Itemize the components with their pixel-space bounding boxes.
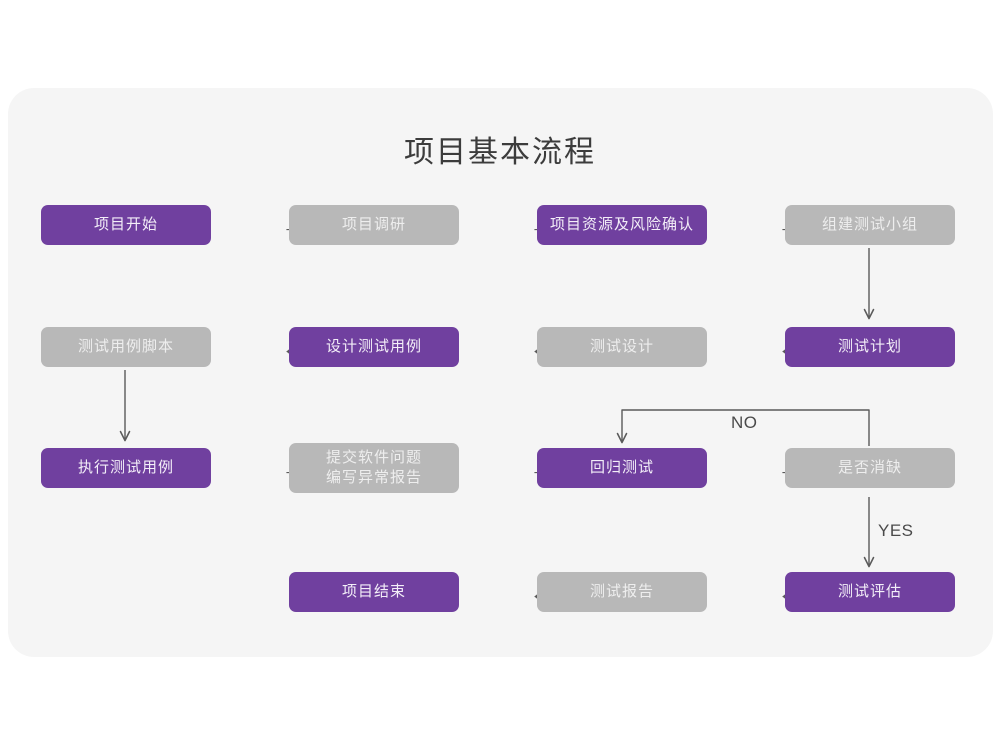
page-title: 项目基本流程 xyxy=(404,136,596,169)
node-label: 是否消缺 xyxy=(837,459,902,476)
node-submit-issue-report[interactable]: 提交软件问题 编写异常报告 xyxy=(289,443,459,493)
node-build-test-team[interactable]: 组建测试小组 xyxy=(785,205,955,245)
node-design-test-case[interactable]: 设计测试用例 xyxy=(289,327,459,367)
node-label: 测试评估 xyxy=(837,583,902,600)
node-label: 执行测试用例 xyxy=(77,459,174,476)
node-project-end[interactable]: 项目结束 xyxy=(289,572,459,612)
node-defect-cleared-decision[interactable]: 是否消缺 xyxy=(785,448,955,488)
node-label: 项目结束 xyxy=(341,583,406,600)
node-execute-test-case[interactable]: 执行测试用例 xyxy=(41,448,211,488)
node-project-start[interactable]: 项目开始 xyxy=(41,205,211,245)
node-label: 提交软件问题 编写异常报告 xyxy=(325,449,422,486)
branch-label-no: NO xyxy=(731,413,758,432)
node-label: 回归测试 xyxy=(589,459,654,476)
node-label: 项目开始 xyxy=(93,216,158,233)
branch-label-yes: YES xyxy=(878,521,914,540)
node-test-evaluation[interactable]: 测试评估 xyxy=(785,572,955,612)
node-test-design[interactable]: 测试设计 xyxy=(537,327,707,367)
node-label: 组建测试小组 xyxy=(821,216,918,233)
node-label: 测试设计 xyxy=(589,338,654,355)
node-label: 设计测试用例 xyxy=(325,338,422,355)
node-label: 测试用例脚本 xyxy=(77,338,174,355)
node-project-research[interactable]: 项目调研 xyxy=(289,205,459,245)
node-regression-test[interactable]: 回归测试 xyxy=(537,448,707,488)
node-resource-risk-confirm[interactable]: 项目资源及风险确认 xyxy=(537,205,707,245)
node-label: 项目调研 xyxy=(341,216,406,233)
node-test-case-script[interactable]: 测试用例脚本 xyxy=(41,327,211,367)
node-label: 测试报告 xyxy=(589,583,654,600)
node-test-report[interactable]: 测试报告 xyxy=(537,572,707,612)
flowchart-card xyxy=(8,88,993,657)
node-label: 项目资源及风险确认 xyxy=(549,216,694,233)
node-test-plan[interactable]: 测试计划 xyxy=(785,327,955,367)
node-label: 测试计划 xyxy=(837,338,902,355)
